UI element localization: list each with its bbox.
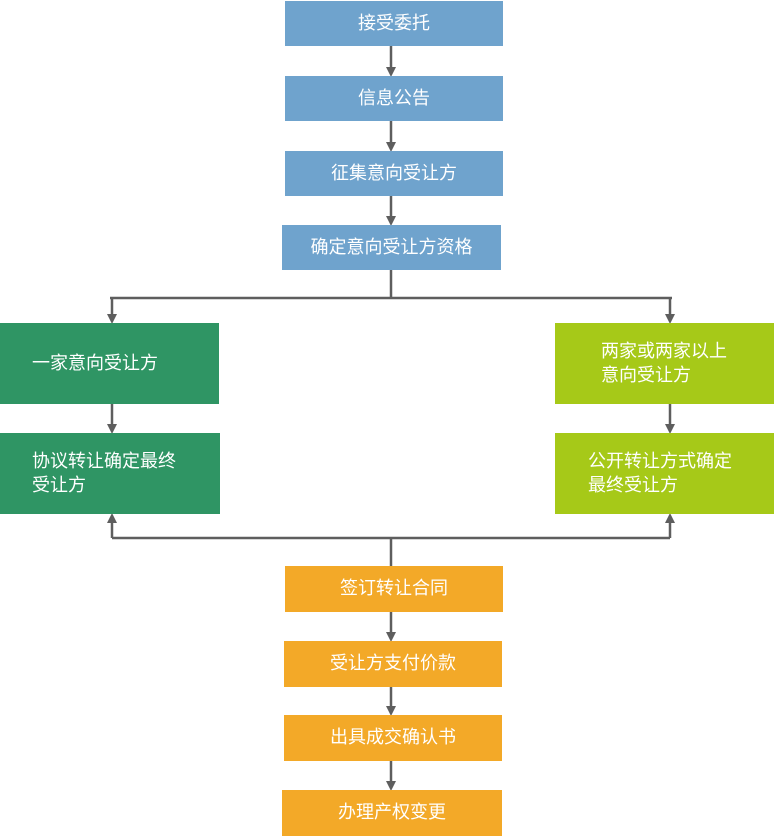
step-qualify-label: 确定意向受让方资格 xyxy=(310,236,473,258)
step-payment-label: 受让方支付价款 xyxy=(330,653,456,674)
step-accept-commission: 接受委托 xyxy=(285,1,503,46)
branch-agreement-transfer: 协议转让确定最终 受让方 xyxy=(0,433,220,514)
step-property-rights-change: 办理产权变更 xyxy=(282,790,502,836)
branch-single-label: 一家意向受让方 xyxy=(32,352,158,374)
step-contract-label: 签订转让合同 xyxy=(340,578,448,599)
branch-public-transfer: 公开转让方式确定 最终受让方 xyxy=(555,433,774,514)
step-change-label: 办理产权变更 xyxy=(338,802,446,823)
step-confirm-qualification: 确定意向受让方资格 xyxy=(282,225,501,270)
branch-single-transferee: 一家意向受让方 xyxy=(0,323,219,404)
step-information-announcement: 信息公告 xyxy=(285,76,503,121)
branch-agreement-label: 协议转让确定最终 受让方 xyxy=(32,450,176,496)
step-solicit-transferees: 征集意向受让方 xyxy=(285,151,503,196)
step-sign-contract: 签订转让合同 xyxy=(285,566,503,612)
branch-multiple-transferees: 两家或两家以上 意向受让方 xyxy=(555,323,774,404)
step-transaction-confirmation: 出具成交确认书 xyxy=(284,715,502,761)
step-certificate-label: 出具成交确认书 xyxy=(330,727,456,748)
step-solicit-label: 征集意向受让方 xyxy=(331,162,457,184)
step-payment: 受让方支付价款 xyxy=(284,641,502,687)
step-announce-label: 信息公告 xyxy=(358,87,430,109)
branch-public-label: 公开转让方式确定 最终受让方 xyxy=(588,450,732,496)
branch-multi-label: 两家或两家以上 意向受让方 xyxy=(601,340,727,386)
step-accept-label: 接受委托 xyxy=(358,12,430,34)
